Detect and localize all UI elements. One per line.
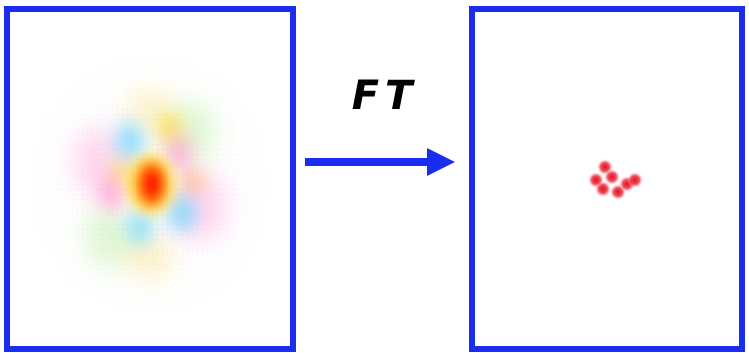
spot (604, 169, 620, 185)
spot (595, 181, 611, 197)
interference-pattern-image (10, 12, 290, 346)
right-arrow-icon (305, 148, 455, 176)
point-spots-image (475, 12, 739, 346)
diffraction-spots (588, 159, 643, 200)
spot (627, 172, 643, 188)
left-image-frame (4, 6, 296, 352)
fourier-transform-label: FT (351, 73, 419, 119)
right-image-frame (469, 6, 745, 352)
